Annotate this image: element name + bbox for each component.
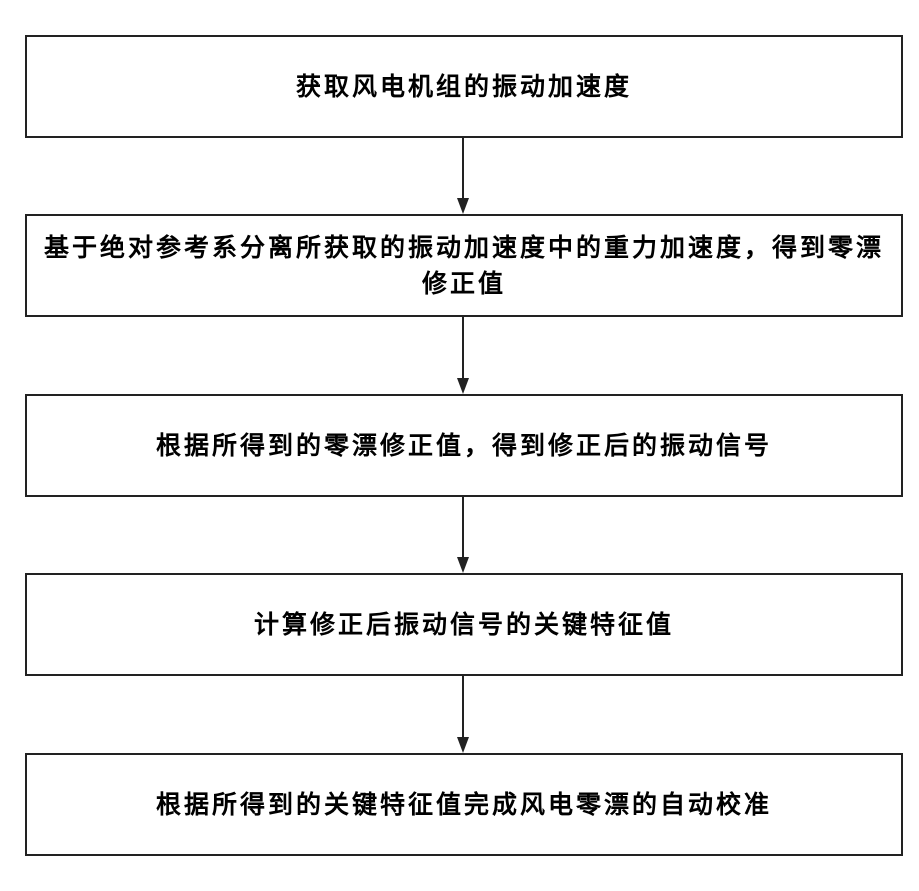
- step-3-text: 根据所得到的零漂修正值，得到修正后的振动信号: [146, 428, 782, 464]
- step-2-box: 基于绝对参考系分离所获取的振动加速度中的重力加速度，得到零漂修正值: [25, 214, 903, 317]
- step-1-text: 获取风电机组的振动加速度: [286, 69, 642, 105]
- arrow-3-down: [455, 497, 471, 573]
- step-4-box: 计算修正后振动信号的关键特征值: [25, 573, 903, 676]
- step-5-box: 根据所得到的关键特征值完成风电零漂的自动校准: [25, 753, 903, 856]
- arrow-4-down: [455, 676, 471, 753]
- arrow-2-down: [455, 317, 471, 394]
- arrow-1-down: [455, 138, 471, 214]
- step-4-text: 计算修正后振动信号的关键特征值: [244, 607, 684, 643]
- step-3-box: 根据所得到的零漂修正值，得到修正后的振动信号: [25, 394, 903, 497]
- step-5-text: 根据所得到的关键特征值完成风电零漂的自动校准: [146, 787, 782, 823]
- step-2-text: 基于绝对参考系分离所获取的振动加速度中的重力加速度，得到零漂修正值: [27, 230, 901, 302]
- step-1-box: 获取风电机组的振动加速度: [25, 35, 903, 138]
